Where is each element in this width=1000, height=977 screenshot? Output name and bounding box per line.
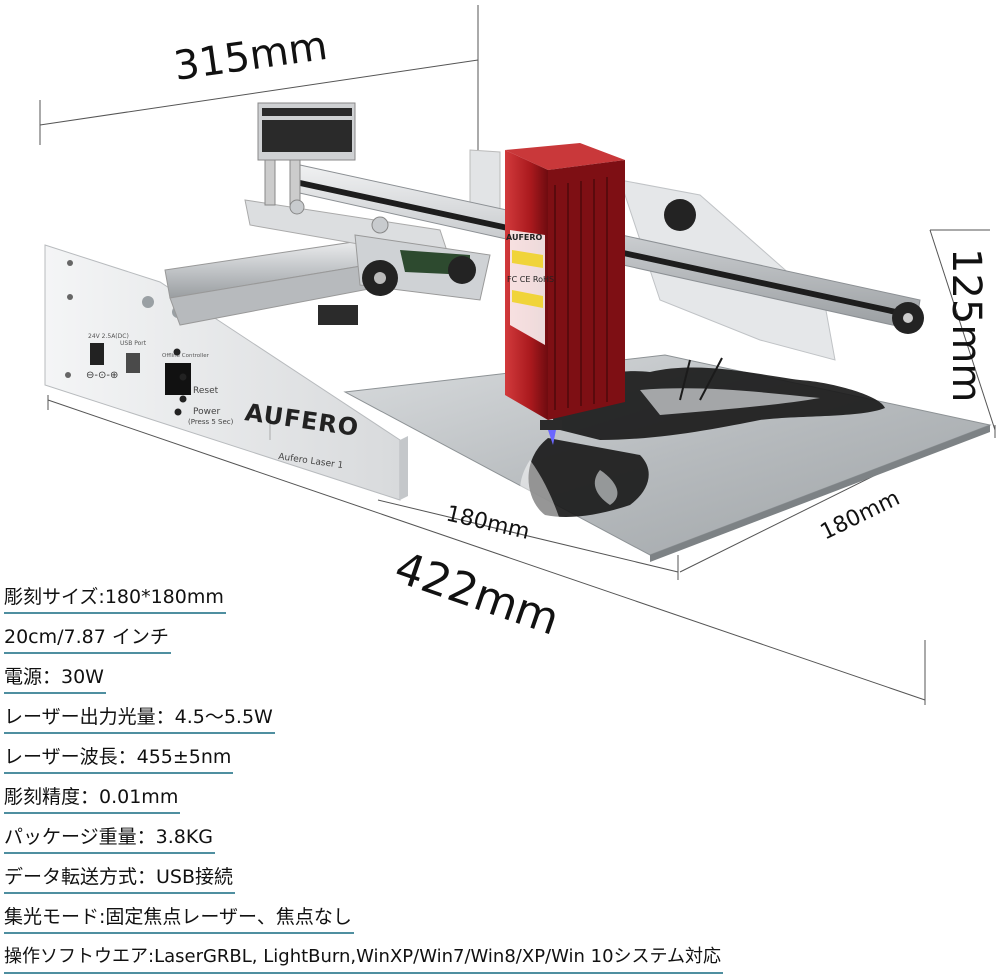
dim-height-label: 125mm (943, 248, 989, 402)
spec-item-size-inches: 20cm/7.87 インチ (4, 625, 171, 654)
left-frame-edge (400, 436, 408, 500)
spec-item-software: 操作ソフトウエア:LaserGRBL, LightBurn,WinXP/Win7… (4, 945, 724, 974)
reset-button (179, 373, 187, 381)
stepper-motor (257, 102, 356, 206)
power-button (179, 395, 187, 403)
gantry-bolt (289, 199, 305, 215)
dc-polarity-symbol: ⊖-⊙-⊕ (86, 370, 118, 381)
x-wheel (664, 199, 696, 231)
offline-controller-port (165, 363, 191, 395)
dim-length-label: 422mm (388, 542, 565, 645)
status-led (174, 408, 182, 416)
dc-port-label: 24V 2.5A(DC) (88, 333, 129, 340)
y-wheel-hub (374, 272, 386, 284)
module-logo: AUFERO (506, 233, 543, 242)
power-label: Power (193, 407, 221, 417)
dim-width-label: 315mm (171, 23, 330, 90)
spec-item-focus-mode: 集光モード:固定焦点レーザー、焦点なし (4, 905, 354, 934)
power-hint: (Press 5 Sec) (188, 418, 234, 426)
engraved-butterfly (520, 357, 885, 521)
frame-screw (65, 372, 71, 378)
frame-bolt (142, 296, 154, 308)
y-wheel (448, 256, 476, 284)
spec-item-wavelength: レーザー波長：455±5nm (4, 745, 234, 774)
x-end-pulley-hub (903, 313, 913, 323)
spec-item-laser-power: レーザー出力光量：4.5〜5.5W (4, 705, 275, 734)
spec-item-power-supply: 電源：30W (4, 665, 106, 694)
indicator-led (173, 348, 181, 356)
module-cert-label: FC CE RoHS (507, 275, 554, 284)
usb-port (126, 353, 140, 373)
dim-bed-front-label: 180mm (444, 501, 532, 544)
laser-module (505, 143, 625, 445)
usb-port-label: USB Port (120, 340, 147, 347)
frame-screw (67, 294, 73, 300)
spec-item-precision: 彫刻精度：0.01mm (4, 785, 181, 814)
spec-item-data-transfer: データ転送方式：USB接続 (4, 865, 236, 894)
reset-label: Reset (193, 386, 219, 396)
frame-screw (67, 260, 73, 266)
belt-clamp (318, 305, 358, 325)
dim-bed-side-label: 180mm (817, 486, 904, 546)
dc-power-port (90, 343, 104, 365)
spec-item-engraving-size: 彫刻サイズ:180*180mm (4, 585, 226, 614)
gantry-bolt (371, 216, 389, 234)
offline-port-label: Offline Controller (162, 353, 210, 359)
bed-edge (650, 425, 990, 562)
spec-item-package-weight: パッケージ重量：3.8KG (4, 825, 216, 854)
